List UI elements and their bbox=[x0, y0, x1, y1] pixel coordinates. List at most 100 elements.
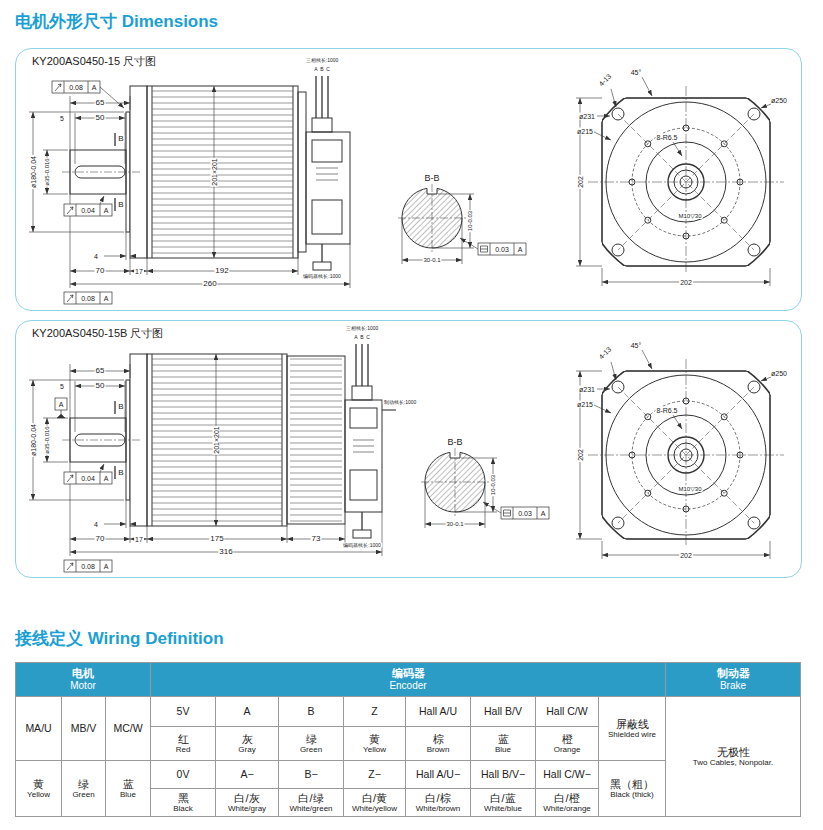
table-cell: 绿Green bbox=[61, 760, 106, 817]
table-cell-text: 0V bbox=[177, 768, 190, 780]
table-cell-text: Orange bbox=[554, 745, 581, 754]
table-cell: 白/蓝White/blue bbox=[470, 788, 536, 817]
table-cell: 绿Green bbox=[278, 726, 344, 761]
table-cell: Hall A/U bbox=[405, 696, 471, 727]
table-cell-text: 灰 bbox=[242, 733, 253, 746]
dimension-text: A bbox=[103, 295, 110, 302]
dimension-text: ø250 bbox=[770, 97, 788, 104]
table-header-text: 制动器 bbox=[717, 667, 750, 680]
table-cell-text: Blue bbox=[495, 745, 511, 754]
dimension-text: 316 bbox=[218, 548, 233, 556]
table-cell-text: 白/橙 bbox=[554, 792, 579, 805]
table-header-text: 电机 bbox=[72, 667, 94, 680]
dimension-text: 30-0.1 bbox=[422, 257, 441, 263]
table-cell-text: White/blue bbox=[484, 804, 522, 813]
table-cell: 白/棕White/brown bbox=[405, 788, 471, 817]
table-cell-text: 红 bbox=[178, 733, 189, 746]
dimension-text: 202 bbox=[577, 448, 584, 462]
dimension-text: A bbox=[103, 475, 110, 482]
table-cell: 白/黄White/yellow bbox=[343, 788, 406, 817]
table-cell-text: Hall B/V− bbox=[481, 768, 525, 780]
table-cell-text: B bbox=[307, 705, 314, 717]
dimension-text: 202 bbox=[577, 175, 584, 189]
dimension-text: ø180-0.04 bbox=[30, 155, 37, 189]
table-cell-text: Hall A/U− bbox=[416, 768, 460, 780]
dimension-text: M10▽30 bbox=[678, 213, 703, 219]
table-cell: 无极性Two Cables, Nonpolar. bbox=[665, 696, 801, 817]
table-cell-text: Hall C/W− bbox=[543, 768, 591, 780]
dimension-text: ø215 bbox=[576, 128, 594, 135]
dimension-text: 0.08 bbox=[80, 295, 96, 302]
dimension-text: ø35-0.016 bbox=[44, 425, 50, 454]
section-title: 电机外形尺寸 Dimensions bbox=[15, 10, 218, 33]
dimension-text: 45° bbox=[630, 342, 643, 349]
table-cell: MB/V bbox=[61, 696, 106, 761]
table-header-text: Encoder bbox=[389, 680, 426, 692]
dimension-text: 5 bbox=[59, 383, 65, 390]
table-cell-text: 蓝 bbox=[123, 778, 134, 791]
table-cell-text: 白/黄 bbox=[362, 792, 387, 805]
table-cell-text: White/brown bbox=[416, 804, 460, 813]
table-cell-text: Shielded wire bbox=[608, 730, 656, 739]
table-cell-text: Hall A/U bbox=[419, 705, 457, 717]
dimension-text: A bbox=[91, 84, 98, 91]
dimension-text: ø231 bbox=[578, 386, 596, 393]
dimension-text: ø215 bbox=[576, 401, 594, 408]
table-cell-text: 黑（粗） bbox=[610, 778, 654, 791]
table-cell: Z− bbox=[343, 760, 406, 789]
table-cell-text: Black bbox=[173, 804, 193, 813]
drawing-panel: KY200AS0450-15B 尺寸图 bbox=[15, 320, 802, 578]
table-header-cell: 制动器Brake bbox=[665, 662, 801, 697]
table-cell-text: MB/V bbox=[71, 722, 97, 734]
dimension-text: ø35-0.016 bbox=[44, 157, 50, 186]
dimension-text: 260 bbox=[202, 280, 217, 288]
dimension-text: 10-0.03 bbox=[490, 474, 496, 496]
dimension-text: ø180-0.04 bbox=[30, 423, 37, 457]
dimension-text: 三相线长:1000 bbox=[345, 326, 380, 331]
dimension-text: 45° bbox=[630, 69, 643, 76]
table-cell: 白/灰White/gray bbox=[215, 788, 279, 817]
table-cell: B bbox=[278, 696, 344, 727]
table-cell-text: Yellow bbox=[363, 745, 386, 754]
table-cell-text: White/orange bbox=[543, 804, 591, 813]
table-cell-text: MC/W bbox=[113, 722, 142, 734]
table-cell-text: Red bbox=[176, 745, 191, 754]
table-cell-text: 屏蔽线 bbox=[616, 718, 649, 731]
table-cell-text: Yellow bbox=[27, 790, 50, 799]
table-cell-text: 白/蓝 bbox=[490, 792, 515, 805]
table-cell-text: MA/U bbox=[25, 722, 51, 734]
dimension-text: 4 bbox=[93, 253, 99, 260]
table-cell-text: Z− bbox=[368, 768, 381, 780]
dimension-text: 0.04 bbox=[80, 475, 96, 482]
table-cell-text: 黄 bbox=[369, 733, 380, 746]
table-cell-text: Z bbox=[371, 705, 377, 717]
dimension-text: A bbox=[540, 510, 547, 517]
table-cell-text: White/gray bbox=[228, 804, 266, 813]
dimension-text: 0.04 bbox=[80, 207, 96, 214]
dimension-text: 50 bbox=[95, 114, 106, 122]
table-cell-text: 蓝 bbox=[498, 733, 509, 746]
table-cell-text: B− bbox=[304, 768, 317, 780]
table-cell-text: 橙 bbox=[562, 733, 573, 746]
table-cell: A− bbox=[215, 760, 279, 789]
table-cell: 橙Orange bbox=[535, 726, 599, 761]
table-cell-text: 黄 bbox=[33, 778, 44, 791]
dimension-text: 17 bbox=[134, 536, 144, 543]
dimension-text: ø250 bbox=[770, 370, 788, 377]
dimension-text: B-B bbox=[423, 174, 440, 183]
table-cell-text: 绿 bbox=[306, 733, 317, 746]
dimension-text: 4 bbox=[93, 521, 99, 528]
dimension-text: 三相线长:1000 bbox=[305, 58, 340, 63]
table-cell-text: Brown bbox=[427, 745, 450, 754]
section-heading: 接线定义 Wiring Definition bbox=[15, 627, 224, 650]
dimension-text: 编码器线长:1000 bbox=[342, 543, 382, 548]
table-cell: 黄Yellow bbox=[15, 760, 62, 817]
table-cell: 灰Gray bbox=[215, 726, 279, 761]
table-header-text: Brake bbox=[720, 680, 746, 692]
dimension-text: M10▽30 bbox=[678, 486, 703, 492]
table-cell: Hall C/W− bbox=[535, 760, 599, 789]
dimension-text: 4-13 bbox=[597, 345, 613, 361]
dimension-text: 201×201 bbox=[211, 157, 218, 186]
dimension-text: A bbox=[517, 246, 524, 253]
